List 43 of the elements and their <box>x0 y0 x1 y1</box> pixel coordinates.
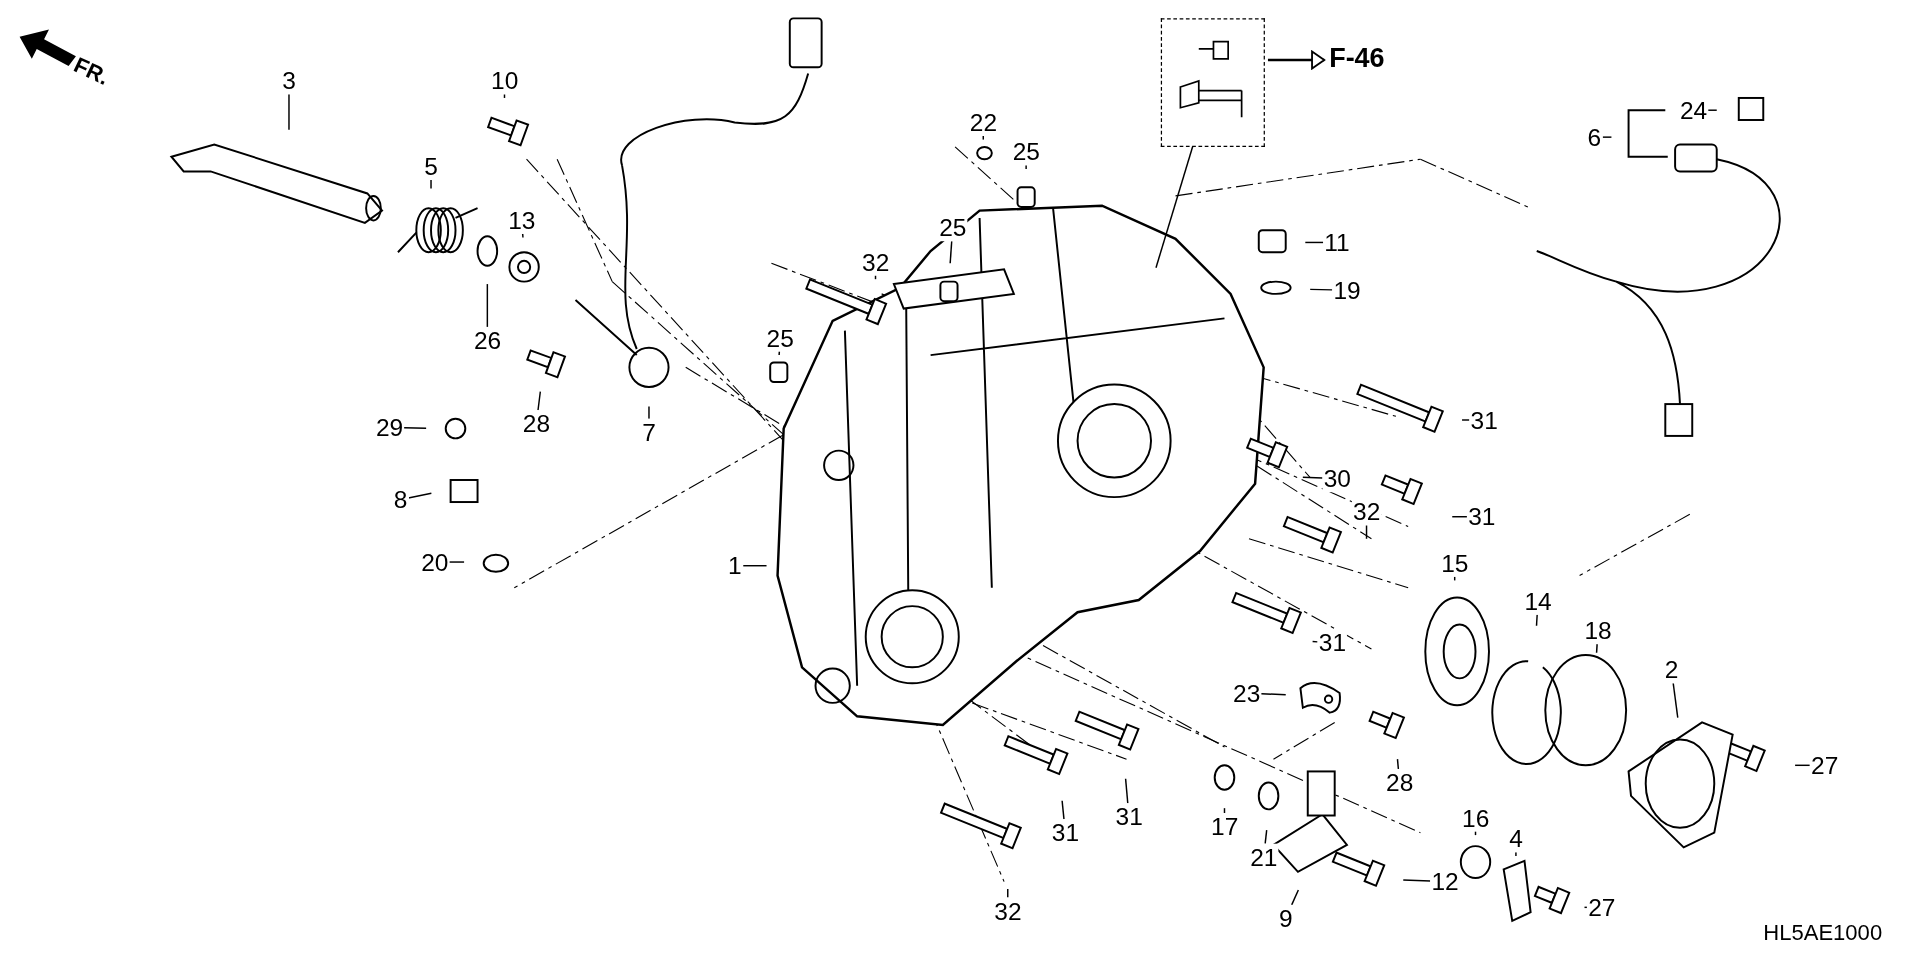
leader-line <box>1061 800 1065 820</box>
leader-line <box>1223 807 1226 814</box>
leader-line <box>1025 164 1027 170</box>
leader-line <box>1260 692 1287 696</box>
leader-line <box>403 426 427 429</box>
leader-line <box>448 561 465 563</box>
leader-line <box>741 564 768 567</box>
leader-line <box>1124 777 1129 804</box>
leader-line <box>1583 906 1588 909</box>
diagram-code: HL5AE1000 <box>1763 920 1883 947</box>
leader-line <box>407 492 433 499</box>
leader-line <box>521 233 524 239</box>
leader-line <box>1707 109 1718 111</box>
leader-line <box>1535 613 1538 627</box>
leader-line <box>1304 241 1324 244</box>
leader-line <box>874 274 877 280</box>
leader-line <box>1302 476 1324 479</box>
arrow <box>1267 50 1326 70</box>
leader-line <box>1155 145 1194 269</box>
leader-line <box>778 350 781 356</box>
leader-line <box>1402 879 1431 882</box>
leader-line <box>1601 136 1613 138</box>
leader-line <box>1311 640 1319 643</box>
leader-line <box>648 405 650 420</box>
leader-line <box>949 240 953 265</box>
leader-line <box>537 390 542 411</box>
leader-line <box>1474 830 1477 836</box>
leader-line <box>1290 889 1300 906</box>
leader-line <box>982 135 984 141</box>
front-direction-label: FR. <box>69 52 113 91</box>
page-reference: F-46 <box>1329 42 1385 75</box>
leader-line <box>1461 419 1471 421</box>
leader-line <box>1453 576 1456 582</box>
leader-line <box>430 179 432 190</box>
leader-line <box>288 93 290 131</box>
leader-line <box>1672 682 1679 719</box>
leader-line <box>503 93 506 99</box>
reference-frame <box>1160 17 1265 147</box>
leader-line <box>1515 851 1517 857</box>
leader-line <box>1595 643 1598 654</box>
leader-line <box>1396 758 1400 770</box>
leader-line <box>486 283 489 328</box>
leader-line <box>1309 288 1333 291</box>
